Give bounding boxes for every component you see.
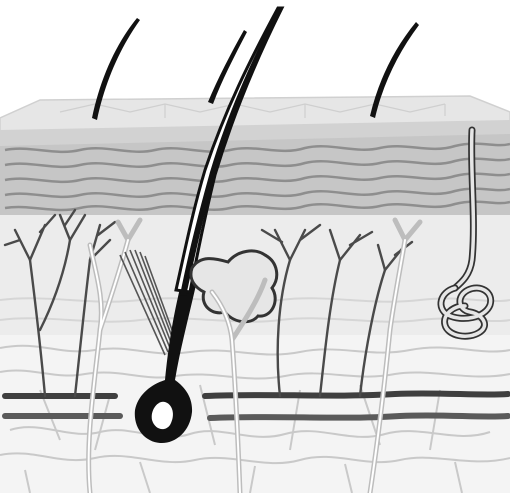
hypodermis-layer [0,330,510,493]
